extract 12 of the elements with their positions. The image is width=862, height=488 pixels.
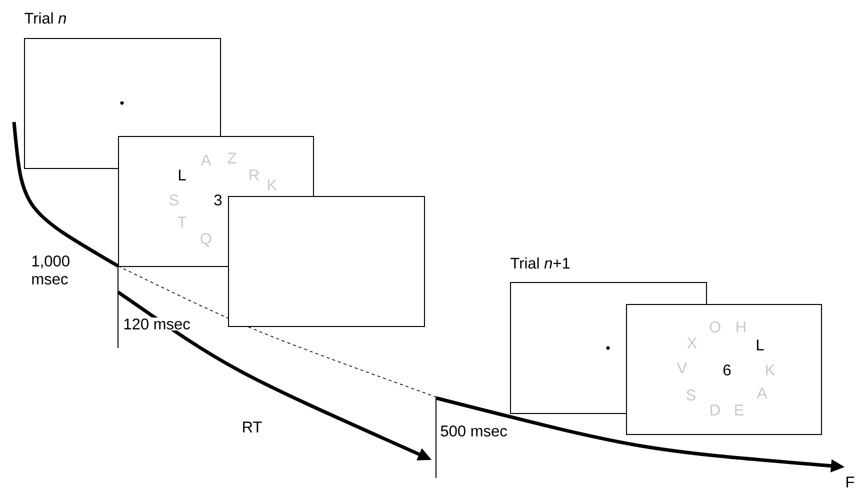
stimulus-letter: 6 (723, 364, 731, 376)
time-label: F (844, 476, 856, 488)
time-label: 1,000 msec (30, 254, 72, 286)
stimulus-letter: 3 (214, 194, 222, 206)
stimulus-letter: L (756, 340, 764, 350)
stimulus-letter: L (178, 170, 186, 180)
time-label: 500 msec (439, 424, 508, 438)
trial-heading: Trial n+1 (510, 257, 570, 269)
screen-box (228, 196, 425, 327)
trial-heading: Trial n (24, 12, 66, 24)
time-label: RT (240, 420, 264, 434)
time-label: 120 msec (122, 318, 192, 330)
